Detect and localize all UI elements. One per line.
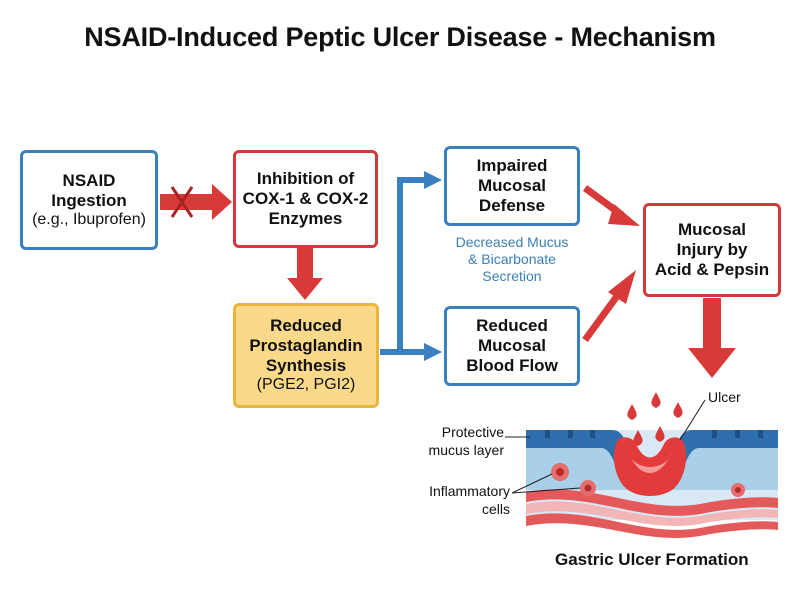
cells-label-line-1: Inflammatory: [429, 483, 510, 499]
defense-line-2: Mucosal: [477, 175, 547, 195]
inflammatory-cells-label: Inflammatory cells: [400, 483, 510, 518]
inhibition-line-1: Inhibition of: [256, 168, 355, 188]
defense-line-1: Impaired: [476, 155, 548, 175]
defense-to-injury-arrow: [582, 185, 640, 226]
inhibition-to-prostaglandin-arrow: [287, 248, 323, 300]
bloodflow-line-3: Blood Flow: [466, 356, 558, 376]
nsaid-line-1: NSAID: [62, 170, 116, 190]
inhibition-line-2: COX-1 & COX-2: [242, 188, 369, 208]
prostaglandin-box: Reduced Prostaglandin Synthesis (PGE2, P…: [233, 303, 379, 408]
block-x-icon: [170, 186, 194, 218]
injury-to-ulcer-arrow: [688, 298, 736, 378]
cox-inhibition-box: Inhibition of COX-1 & COX-2 Enzymes: [233, 150, 378, 248]
note-line-2: & Bicarbonate: [468, 251, 556, 268]
impaired-defense-box: Impaired Mucosal Defense: [444, 146, 580, 226]
illustration-caption: Gastric Ulcer Formation: [555, 550, 749, 569]
injury-line-2: Injury by: [676, 239, 748, 259]
mucus-label-line-2: mucus layer: [428, 441, 504, 458]
defense-line-3: Defense: [478, 196, 546, 216]
nsaid-line-2: Ingestion: [51, 190, 127, 210]
bloodflow-line-1: Reduced: [476, 315, 548, 335]
mucosal-injury-box: Mucosal Injury by Acid & Pepsin: [643, 203, 781, 297]
bloodflow-to-injury-arrow: [582, 270, 636, 343]
cells-label-line-2: cells: [481, 500, 510, 517]
note-line-1: Decreased Mucus: [455, 234, 569, 250]
bloodflow-line-2: Mucosal: [477, 335, 547, 355]
injury-line-1: Mucosal: [677, 219, 747, 239]
ulcer-label: Ulcer: [708, 389, 741, 405]
diagram-title: NSAID-Induced Peptic Ulcer Disease - Mec…: [84, 22, 716, 52]
prostaglandin-line-2: Prostaglandin: [249, 336, 363, 356]
prostaglandin-line-4: (PGE2, PGI2): [256, 376, 356, 394]
injury-line-3: Acid & Pepsin: [654, 260, 770, 280]
blood-flow-box: Reduced Mucosal Blood Flow: [444, 306, 580, 386]
inhibition-line-3: Enzymes: [268, 209, 343, 229]
gastric-ulcer-illustration: [505, 392, 778, 538]
mucus-label-line-1: Protective: [441, 424, 504, 440]
secretion-note: Decreased Mucus & Bicarbonate Secretion: [440, 234, 584, 285]
prostaglandin-line-1: Reduced: [270, 315, 342, 335]
nsaid-ingestion-box: NSAID Ingestion (e.g., Ibuprofen): [20, 150, 158, 250]
note-line-3: Secretion: [482, 268, 542, 285]
prostaglandin-line-3: Synthesis: [265, 356, 347, 376]
mucus-layer-label: Protective mucus layer: [400, 424, 504, 459]
nsaid-to-inhibition-arrow: [160, 184, 232, 220]
prostaglandin-branch-arrows: [380, 171, 442, 361]
nsaid-line-3: (e.g., Ibuprofen): [32, 210, 146, 228]
